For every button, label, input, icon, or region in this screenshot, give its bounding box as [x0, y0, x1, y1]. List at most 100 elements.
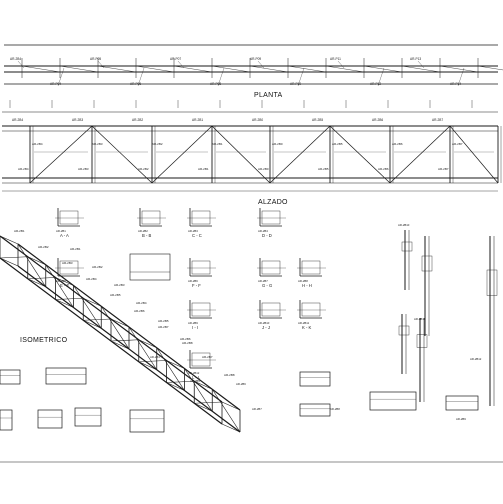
- drawing-line: [27, 278, 46, 288]
- detail-mark: AR-2B7: [252, 407, 262, 411]
- detail-mark: AR-2B10: [258, 321, 270, 325]
- drawing-outline: [129, 409, 165, 433]
- section-label: K - K: [302, 325, 312, 330]
- elevation-member-mark: AR-2B7: [432, 118, 443, 122]
- drawing-line: [217, 67, 225, 87]
- drawing-outline: [369, 391, 417, 411]
- drawing-line: [166, 380, 195, 383]
- drawing-line: [477, 65, 503, 71]
- detail-mark: AR-2B10: [398, 223, 410, 227]
- drawing-line: [138, 361, 157, 371]
- drawing-line: [27, 277, 56, 280]
- isometric-title: ISOMETRICO: [20, 337, 68, 344]
- elevation-member-mark: AR-2B6: [392, 142, 403, 146]
- drawing-line: [17, 60, 25, 69]
- detail-mark: AR-2B4: [258, 229, 268, 233]
- drawing-line: [457, 67, 465, 87]
- drawing-line: [57, 67, 65, 87]
- part-detail: [299, 371, 331, 387]
- elevation-member-mark: AR-2B0: [272, 142, 283, 146]
- part-detail: [0, 409, 13, 431]
- drawing-line: [221, 423, 241, 433]
- elevation-member-mark: AR-2B4: [18, 167, 29, 171]
- column-detail: [421, 236, 433, 336]
- plan-member-mark: AR-P06: [130, 82, 141, 86]
- drawing-line: [83, 297, 102, 307]
- drawing-line: [194, 402, 213, 412]
- detail-mark: AR-2B11: [414, 317, 426, 321]
- drawing-outline: [191, 352, 211, 367]
- iso-member-mark: AR-2B1: [70, 247, 81, 251]
- drawing-line: [0, 256, 28, 259]
- elevation-view: AR-2B4AR-2B4AR-2B4AR-2B3AR-2B3AR-2B3AR-2…: [2, 100, 502, 192]
- elevation-member-mark: AR-2B5: [312, 118, 323, 122]
- detail-mark: AR-2B9: [456, 417, 466, 421]
- drawing-line: [363, 65, 403, 73]
- elevation-member-mark: AR-2B1: [192, 118, 203, 122]
- section-label: I - I: [192, 325, 198, 330]
- section-label: J - J: [262, 325, 270, 330]
- iso-member-mark: AR-2B5: [158, 319, 169, 323]
- drawing-outline: [486, 269, 498, 296]
- drawing-line: [83, 319, 102, 329]
- drawing-outline: [37, 409, 63, 429]
- part-detail: [0, 369, 21, 385]
- section-detail: F - FAR-2B6: [187, 258, 216, 288]
- iso-member-mark: AR-2B6: [180, 337, 191, 341]
- drawing-line: [27, 256, 46, 266]
- elevation-member-mark: AR-2B6: [372, 118, 383, 122]
- elevation-member-mark: AR-2B0: [252, 118, 263, 122]
- drawing-line: [325, 65, 365, 73]
- drawing-outline: [401, 241, 413, 252]
- section-label: B - B: [142, 233, 152, 238]
- section-detail: I - IAR-2B9: [187, 300, 216, 330]
- section-detail: A - AAR-2B1: [55, 208, 84, 238]
- elevation-member-mark: AR-2B2: [152, 142, 163, 146]
- drawing-line: [449, 125, 499, 184]
- plan-member-mark: AR-P08: [210, 82, 221, 86]
- drawing-line: [97, 60, 105, 69]
- elevation-member-mark: AR-2B5: [318, 167, 329, 171]
- detail-mark: AR-2B3: [188, 229, 198, 233]
- elevation-member-mark: AR-2B7: [438, 167, 449, 171]
- drawing-line: [337, 60, 345, 69]
- drawing-line: [110, 340, 130, 350]
- iso-member-mark: AR-2B1: [14, 229, 25, 233]
- drawing-line: [389, 125, 451, 184]
- elevation-member-mark: AR-2B1: [198, 167, 209, 171]
- elevation-member-mark: AR-2B3: [92, 142, 103, 146]
- plan-view: AR-2B4AR-P04AR-P05AR-P06AR-P07AR-P08AR-P…: [4, 44, 503, 87]
- iso-member-mark: AR-2B3: [114, 283, 125, 287]
- drawing-line: [110, 339, 139, 342]
- drawing-line: [417, 60, 425, 69]
- column-detail: [398, 314, 410, 374]
- plan-member-mark: AR-P12: [370, 82, 381, 86]
- drawing-line: [151, 125, 213, 184]
- drawing-line: [166, 360, 185, 369]
- plan-member-mark: AR-2B4: [10, 57, 21, 61]
- drawing-line: [29, 125, 93, 184]
- detail-mark: AR-2B6: [188, 279, 198, 283]
- plan-member-mark: AR-P09: [250, 57, 261, 61]
- detail-mark: AR-2B11: [298, 321, 310, 325]
- drawing-outline: [74, 407, 102, 427]
- detail-mark: AR-2B5: [190, 379, 200, 383]
- part-detail: [74, 407, 102, 427]
- section-label: A - A: [60, 233, 69, 238]
- iso-member-mark: AR-2B8: [182, 341, 193, 345]
- section-label: D - D: [262, 233, 272, 238]
- elevation-member-mark: AR-2B5: [332, 142, 343, 146]
- elevation-member-mark: AR-2B1: [212, 142, 223, 146]
- drawing-line: [138, 339, 157, 349]
- column-detail: [416, 318, 428, 402]
- drawing-line: [128, 326, 158, 370]
- part-detail: [299, 403, 331, 417]
- iso-member-mark: AR-2B4: [86, 277, 97, 281]
- column-detail: [486, 236, 498, 406]
- section-detail: K - KAR-2B11: [297, 300, 326, 330]
- drawing-outline: [59, 260, 79, 275]
- drawing-outline: [421, 255, 433, 272]
- drawing-line: [269, 125, 331, 184]
- drawing-line: [83, 318, 112, 321]
